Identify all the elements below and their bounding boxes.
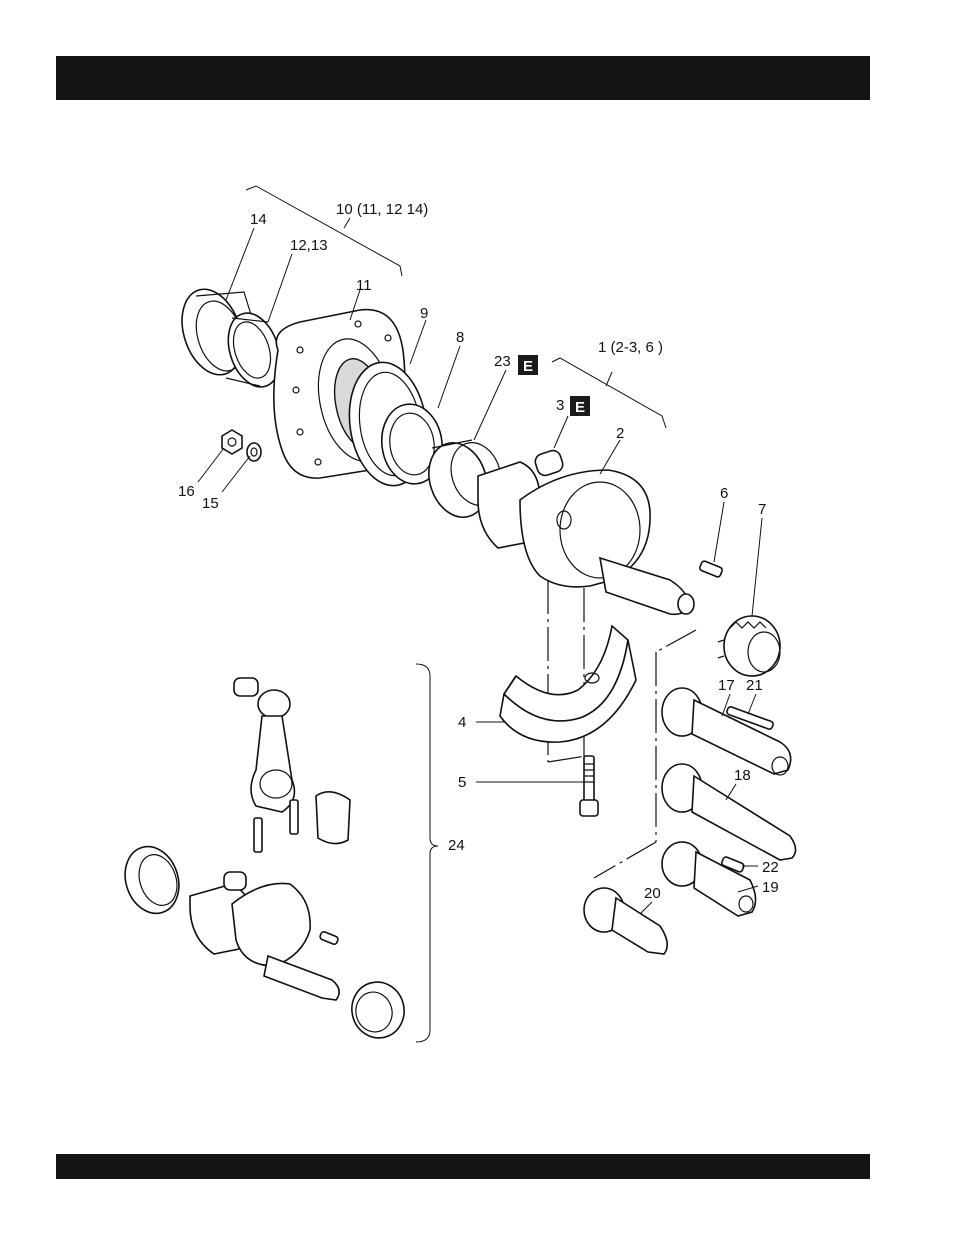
callout-16: 16 <box>178 483 195 500</box>
callout-1: 1 (2-3, 6 ) <box>598 339 663 356</box>
callout-14: 14 <box>250 211 267 228</box>
bracket-group-1 <box>552 358 666 428</box>
callout-6: 6 <box>720 485 728 502</box>
callout-8: 8 <box>456 329 464 346</box>
callout-24: 24 <box>448 837 465 854</box>
callout-5: 5 <box>458 774 466 791</box>
gear-7 <box>718 616 780 676</box>
callout-2: 2 <box>616 425 624 442</box>
key-6 <box>699 560 723 578</box>
badge-23: E <box>523 358 533 375</box>
conrod-assembly-24 <box>234 678 350 852</box>
callout-18: 18 <box>734 767 751 784</box>
callout-4: 4 <box>458 714 466 731</box>
callout-22: 22 <box>762 859 779 876</box>
callout-17: 17 <box>718 677 735 694</box>
callout-15: 15 <box>202 495 219 512</box>
balance-weight-4 <box>500 626 636 742</box>
callout-12-13: 12,13 <box>290 237 328 254</box>
callout-19: 19 <box>762 879 779 896</box>
nut-16 <box>222 430 242 454</box>
badge-3: E <box>575 399 585 416</box>
bracket-group-10 <box>246 186 402 276</box>
callout-7: 7 <box>758 501 766 518</box>
crankshaft-assembly-24 <box>117 840 410 1044</box>
callout-3: 3 <box>556 397 564 414</box>
callout-11: 11 <box>356 277 372 294</box>
callout-23: 23 <box>494 353 511 370</box>
callout-10: 10 (11, 12 14) <box>336 201 428 218</box>
callout-21: 21 <box>746 677 763 694</box>
callout-9: 9 <box>420 305 428 322</box>
shaft-17 <box>662 688 791 775</box>
bolt-5 <box>580 756 598 816</box>
washer-15 <box>247 443 261 461</box>
crankshaft-2 <box>478 462 694 614</box>
shaft-19 <box>662 842 756 916</box>
key-3 <box>533 449 565 478</box>
callout-20: 20 <box>644 885 661 902</box>
bracket-group-24 <box>416 664 438 1042</box>
